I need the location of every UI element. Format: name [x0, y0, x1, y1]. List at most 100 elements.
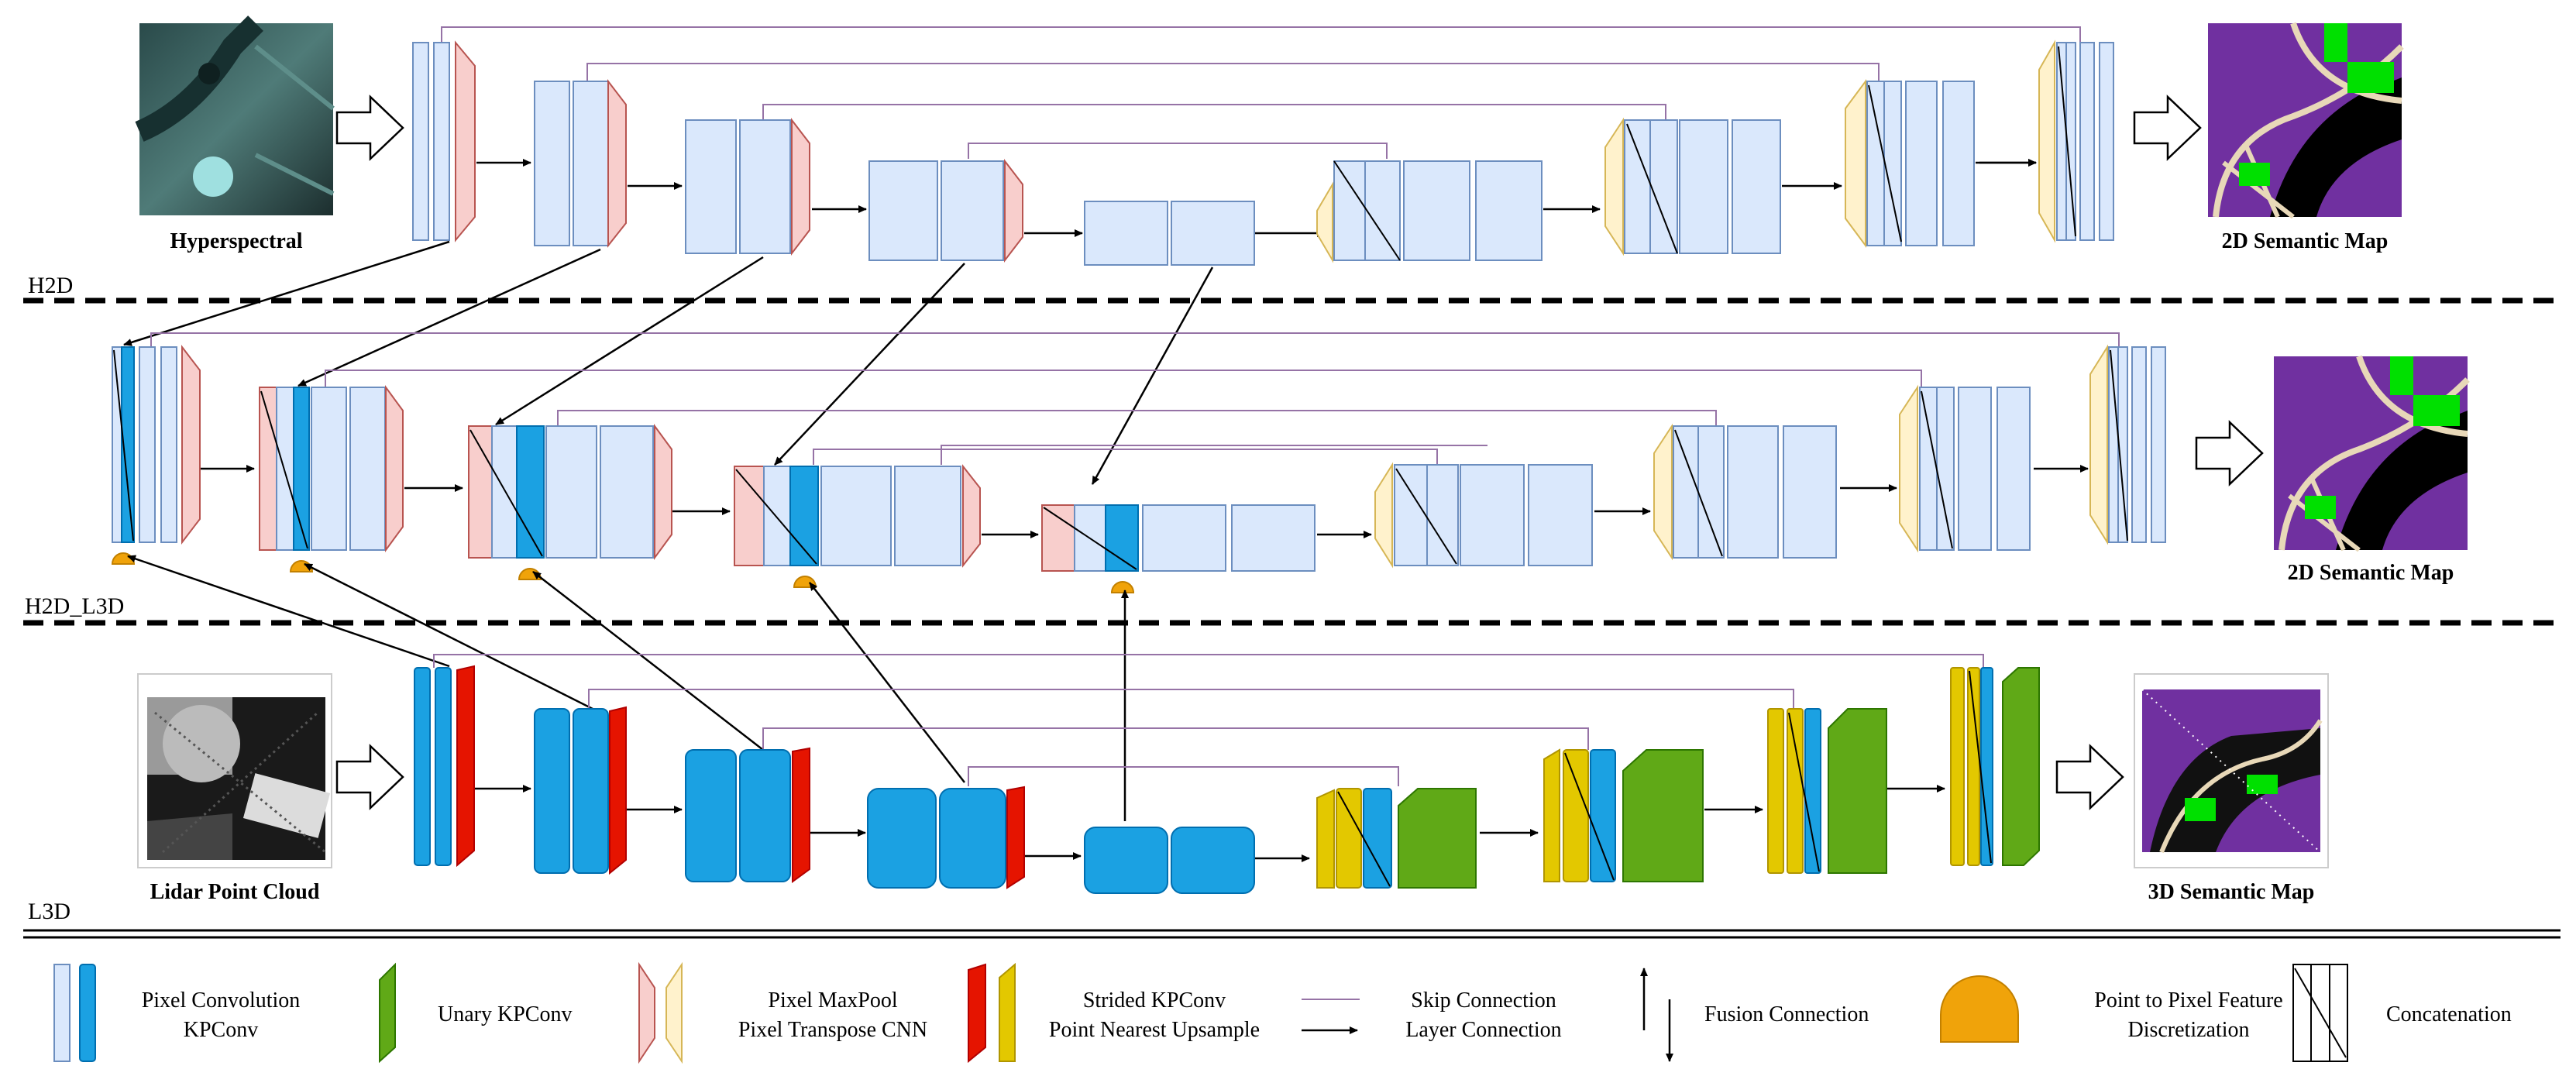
- kpconv-block: [121, 346, 135, 543]
- legend-unary-kpconv-swatch: [379, 962, 396, 1064]
- legend-p2p-label-2: Discretization: [2127, 1018, 2249, 1042]
- pixel-conv-block: [160, 346, 177, 543]
- pixel-conv-block: [311, 387, 347, 551]
- h2d-decoder-block-3: [1845, 78, 1975, 249]
- legend-kpconv-swatch: [79, 964, 96, 1062]
- concat-block: [1394, 464, 1428, 566]
- pixel-conv-block: [139, 346, 156, 543]
- h2d-l3d-layer-connections: [200, 465, 2089, 538]
- kpconv-block: [516, 425, 545, 559]
- pixel-conv-block: [739, 119, 791, 254]
- pixel-maxpool: [1004, 159, 1023, 263]
- kpconv-block: [414, 667, 431, 866]
- concat-block: [2056, 42, 2067, 241]
- legend-concat-label: Concatenation: [2386, 1002, 2512, 1026]
- legend-skip-layer: Skip Connection Layer Connection: [1302, 988, 1562, 1042]
- l3d-encoder-block-3: [685, 747, 810, 883]
- l3d-encoder-block-4: [867, 786, 1025, 889]
- l3d-decoder-block-4: [1950, 667, 2040, 866]
- semantic-map-2d-top-image: [2208, 22, 2404, 219]
- pixel-maxpool: [654, 423, 672, 561]
- concat-slash: [469, 429, 543, 557]
- concat-slash: [113, 349, 134, 542]
- h2d-l3d-encoder-block-4: [734, 464, 981, 568]
- legend-pixel-conv-swatch: [53, 964, 71, 1062]
- l3d-encoder-block-1: [414, 665, 475, 868]
- pixel-maxpool: [607, 79, 627, 248]
- legend-skip-label: Skip Connection: [1411, 988, 1556, 1013]
- kpconv-block: [685, 749, 737, 882]
- hyperspectral-caption: Hyperspectral: [170, 229, 302, 253]
- pixel-maxpool: [455, 40, 476, 242]
- pixel-transpose-cnn: [1316, 181, 1333, 263]
- kpconv-block: [534, 708, 570, 874]
- kpconv-block: [1105, 504, 1139, 572]
- concat-block: [1883, 81, 1902, 246]
- concat-block: [1673, 425, 1699, 559]
- h2d-to-fusion-connections: [123, 240, 1214, 485]
- l3d-encoder-block-2: [534, 706, 627, 875]
- unary-kpconv: [2002, 667, 2040, 866]
- pixel-conv-block: [2151, 346, 2166, 543]
- h2d-l3d-encoder-block-3: [468, 423, 672, 561]
- lidar-caption: Lidar Point Cloud: [150, 880, 320, 904]
- legend-concatenation: Concatenation: [2292, 964, 2512, 1062]
- kpconv-block: [435, 667, 452, 866]
- input-arrow-hyperspectral: [335, 95, 404, 161]
- concat-slash: [1868, 84, 1902, 242]
- pixel-conv-block: [1942, 81, 1975, 246]
- concat-slash: [1788, 712, 1820, 872]
- kpconv-block: [293, 387, 310, 551]
- h2d-l3d-decoder-block-1: [1374, 462, 1593, 569]
- legend-layer-label: Layer Connection: [1405, 1018, 1561, 1042]
- point-upsample: [1950, 667, 1965, 866]
- pixel-conv-block: [545, 425, 597, 559]
- l3d-decoder-block-1: [1316, 788, 1477, 889]
- concat-block: [1967, 667, 1980, 866]
- maxpool-concat: [734, 466, 765, 566]
- legend-maxpool-swatch: [638, 961, 655, 1064]
- concat-slash: [1564, 752, 1615, 881]
- concat-block: [1364, 160, 1401, 261]
- pixel-conv-block: [894, 466, 961, 566]
- legend-upsample-swatch: [999, 962, 1016, 1062]
- pixel-conv-block: [534, 81, 570, 246]
- pixel-conv-block: [941, 160, 1004, 261]
- concat-block: [1624, 119, 1651, 254]
- strided-kpconv: [1006, 786, 1025, 889]
- pixel-conv-block: [685, 119, 737, 254]
- l3d-to-fusion-connections: [127, 555, 1129, 821]
- concat-slash: [1969, 670, 1992, 864]
- lidar-point-cloud-image: [137, 673, 332, 868]
- concat-slash: [1921, 390, 1953, 549]
- pixel-conv-block: [600, 425, 654, 559]
- kpconv-block: [1804, 708, 1821, 874]
- legend-kpconv-label: KPConv: [184, 1018, 258, 1042]
- legend-discretization-swatch: [1940, 975, 2019, 1043]
- h2d-encoder-block-4: [868, 159, 1023, 263]
- concat-slash: [1395, 468, 1457, 565]
- concat-slash: [735, 469, 817, 565]
- concat-slash: [1043, 507, 1137, 570]
- legend: Pixel Convolution KPConv Unary KPConv Pi…: [53, 961, 2512, 1064]
- hyperspectral-image: [135, 15, 335, 215]
- concat-slash: [1333, 160, 1401, 261]
- semantic-map-2d-mid-image: [2274, 355, 2470, 552]
- kpconv-block: [1171, 827, 1255, 894]
- pixel-conv-block: [349, 387, 386, 551]
- concat-block: [763, 466, 791, 566]
- legend-maxpool-label: Pixel MaxPool: [768, 988, 897, 1013]
- pixel-conv-block: [868, 160, 938, 261]
- legend-unary-kpconv: Unary KPConv: [379, 962, 572, 1064]
- maxpool-concat: [259, 387, 277, 551]
- pixel-conv-block: [412, 42, 429, 241]
- pixel-transpose-cnn: [1899, 384, 1918, 553]
- point-upsample: [1316, 789, 1335, 889]
- legend-pixel-conv-kpconv: Pixel Convolution KPConv: [53, 964, 300, 1062]
- concat-slash: [260, 390, 308, 549]
- pixel-conv-block: [1905, 81, 1938, 246]
- concat-block: [276, 387, 294, 551]
- semantic-map-3d-caption: 3D Semantic Map: [2148, 880, 2315, 904]
- legend-upsample-label: Point Nearest Upsample: [1049, 1018, 1260, 1042]
- semantic-map-2d-top-caption: 2D Semantic Map: [2222, 229, 2389, 253]
